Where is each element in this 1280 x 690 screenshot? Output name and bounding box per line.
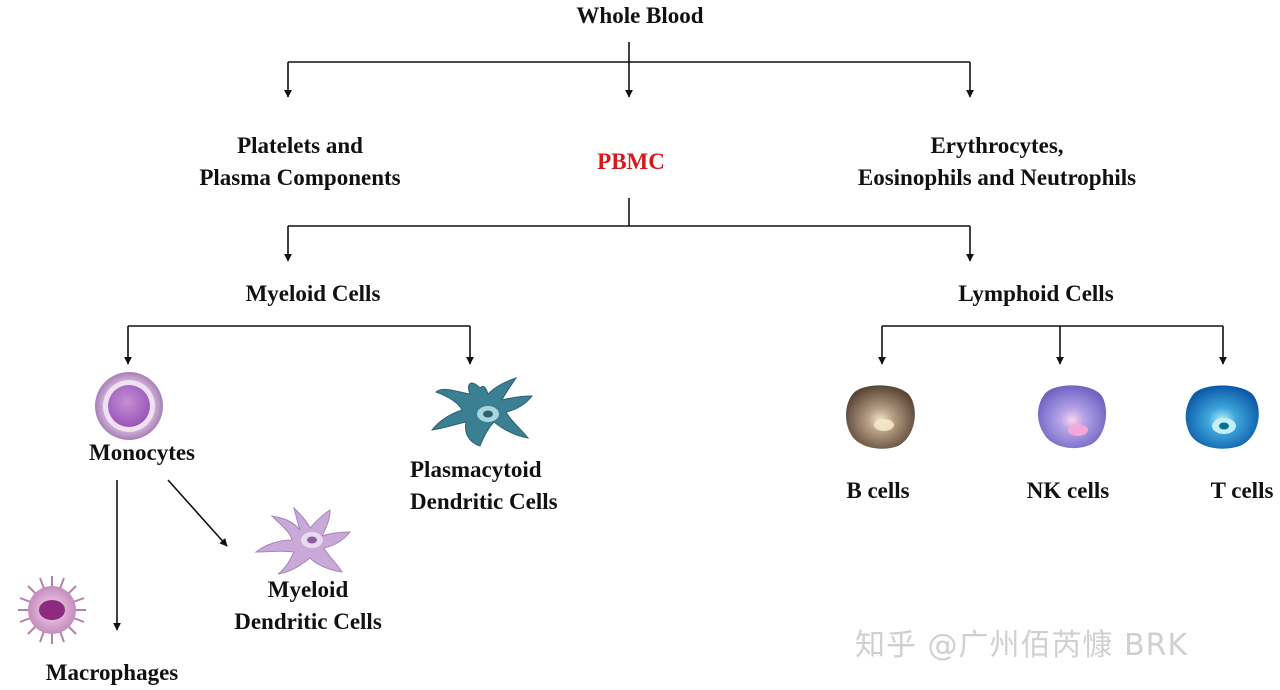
macrophages-label: Macrophages — [45, 660, 179, 685]
plasmacytoid-dendritic-cell-icon — [430, 377, 534, 447]
t-cell-icon — [1185, 385, 1259, 449]
whole-blood-label: Whole Blood — [576, 3, 704, 28]
connectors-level1 — [284, 42, 974, 98]
plasmacytoid-label-line2: Dendritic Cells — [410, 489, 558, 514]
erythrocytes-label-line2: Eosinophils and Neutrophils — [857, 165, 1137, 190]
myeloid-cells-label: Myeloid Cells — [245, 281, 381, 306]
platelets-label: Platelets and Plasma Components — [199, 130, 400, 194]
b-cells-label: B cells — [846, 478, 910, 503]
monocytes-label: Monocytes — [88, 440, 196, 465]
myeloid-dc-label-line1: Myeloid — [267, 577, 349, 602]
platelets-label-line2: Plasma Components — [199, 165, 401, 190]
platelets-label-line1: Platelets and — [237, 133, 363, 158]
erythrocytes-label: Erythrocytes, Eosinophils and Neutrophil… — [858, 130, 1136, 194]
connectors-lymphoid — [878, 325, 1227, 365]
t-cells-label: T cells — [1210, 478, 1274, 503]
monocyte-cell-icon — [95, 372, 163, 440]
nk-cell-icon — [1038, 385, 1107, 449]
erythrocytes-label-line1: Erythrocytes, — [930, 133, 1064, 158]
lymphoid-cells-label: Lymphoid Cells — [958, 281, 1114, 306]
myeloid-dendritic-cell-icon — [254, 506, 352, 575]
watermark: 知乎 @广州佰芮慷 BRK — [855, 628, 1189, 663]
pbmc-label: PBMC — [597, 149, 665, 174]
myeloid-dc-label-line2: Dendritic Cells — [234, 609, 382, 634]
macrophage-cell-icon — [18, 576, 86, 644]
plasmacytoid-dendritic-cells-label: Plasmacytoid Dendritic Cells — [410, 454, 558, 518]
connectors-level2 — [284, 198, 974, 262]
connectors-myeloid — [124, 325, 474, 365]
nk-cells-label: NK cells — [1026, 478, 1110, 503]
plasmacytoid-label-line1: Plasmacytoid — [410, 457, 542, 482]
b-cell-icon — [846, 385, 915, 449]
connectors-monocyte — [113, 479, 228, 631]
myeloid-dendritic-cells-label: Myeloid Dendritic Cells — [234, 574, 382, 638]
